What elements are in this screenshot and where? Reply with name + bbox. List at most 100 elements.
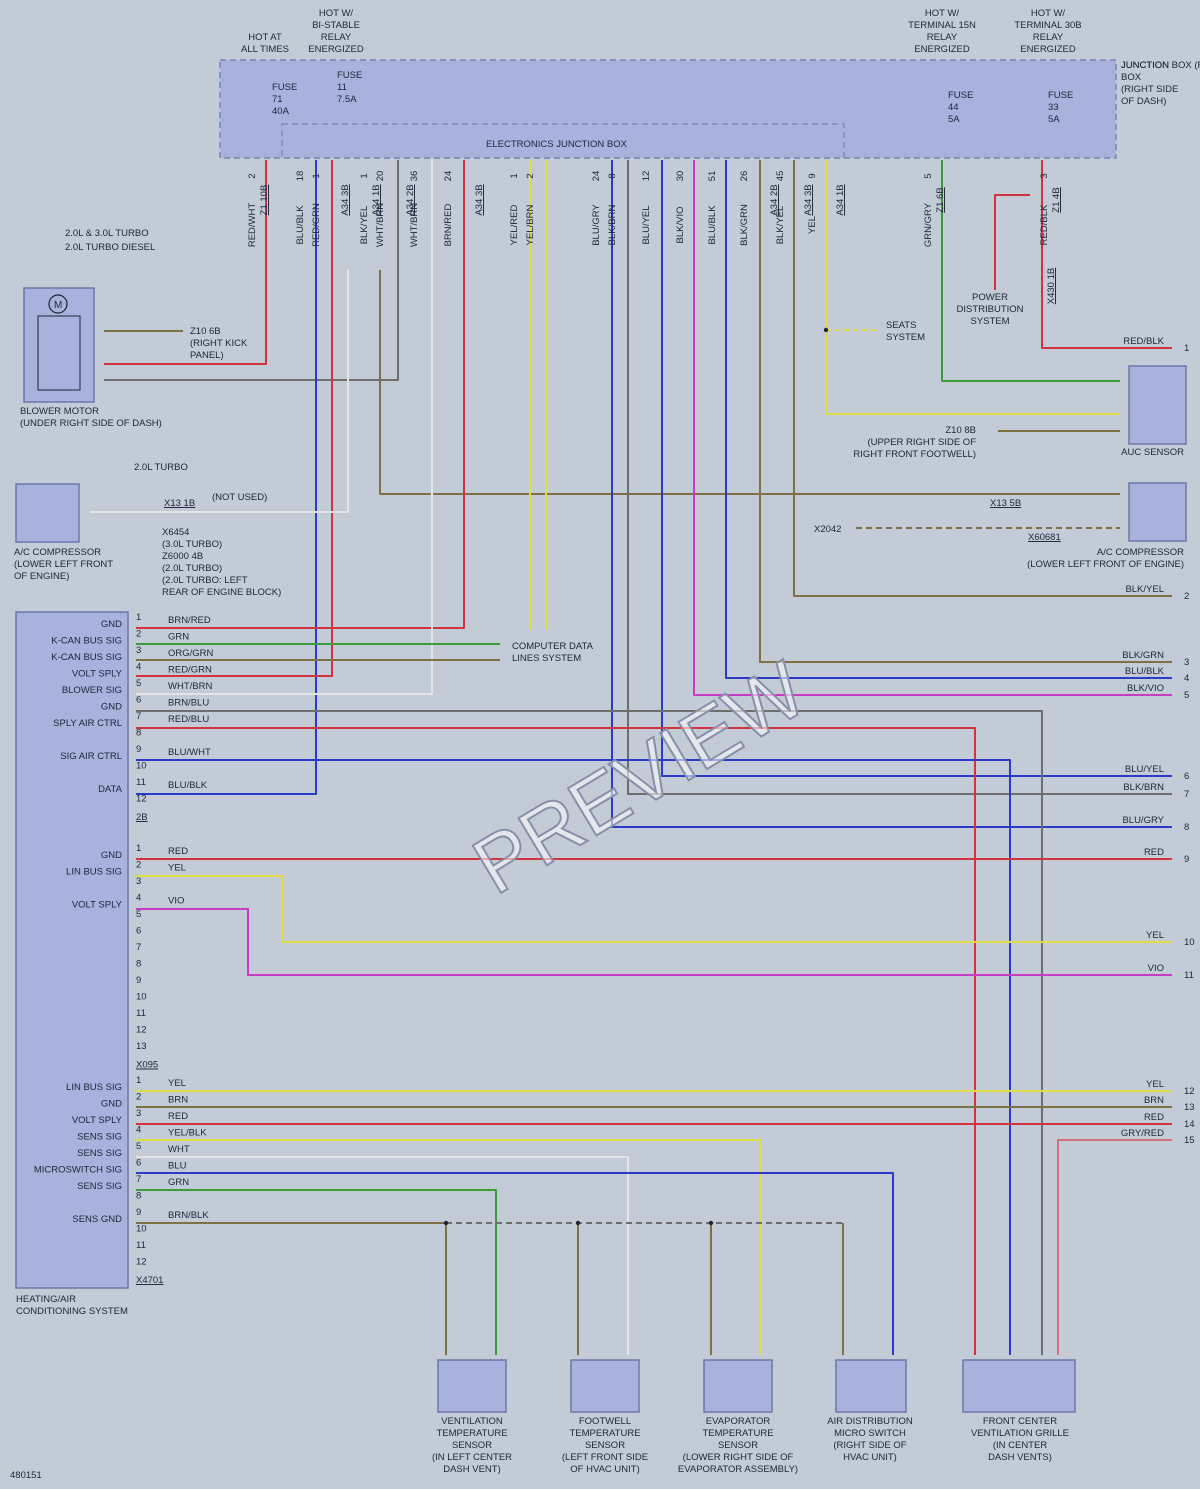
right-out-num-2: 3 [1184, 657, 1189, 668]
hvac-pin-num-0-2: 3 [136, 645, 141, 656]
top-pin-num-2: 1 [311, 173, 322, 178]
evaporator-sensor-box [703, 1359, 773, 1413]
hvac-module-box [15, 611, 129, 1289]
ac-right-label: A/C COMPRESSOR(LOWER LEFT FRONT OF ENGIN… [1027, 547, 1184, 570]
wire-yel-out-10 [136, 875, 1172, 943]
hvac-pin-sig-0-1: K-CAN BUS SIG [51, 636, 122, 647]
top-pin-num-0: 2 [247, 173, 258, 178]
ac-compressor-left-box [15, 483, 80, 543]
hvac-pin-num-2-4: 5 [136, 1141, 141, 1152]
top-pin-conn-23: Z1 6B [935, 187, 946, 212]
right-out-num-5: 6 [1184, 771, 1189, 782]
hvac-pin-num-0-0: 1 [136, 612, 141, 623]
top-pin-conn-24: Z1 4B [1051, 187, 1062, 212]
top-pin-num-14: 12 [641, 171, 652, 182]
hvac-pin-num-0-3: 4 [136, 662, 141, 673]
right-out-num-4: 5 [1184, 690, 1189, 701]
blower-motor-box [23, 287, 95, 403]
top-pin-conn-18: A34 2B [769, 184, 780, 215]
right-out-num-11: 12 [1184, 1086, 1195, 1097]
x13-5b-label: X13 5B [990, 498, 1021, 509]
top-pin-num-4: 1 [359, 173, 370, 178]
top-pin-color-2: RED/GRN [311, 203, 322, 247]
hvac-pin-sig-2-8: SENS GND [72, 1214, 122, 1225]
hvac-pin-num-1-11: 12 [136, 1025, 147, 1036]
hvac-pin-wire-1-3: VIO [168, 896, 184, 907]
top-pin-color-0: RED/WHT [247, 203, 258, 248]
wire-wht-brn-blower [104, 160, 399, 381]
top-pin-num-11: 2 [525, 173, 536, 178]
splice-gnd-3 [708, 1220, 714, 1226]
auc-label: AUC SENSOR [1121, 447, 1184, 458]
top-pin-num-13: 8 [607, 173, 618, 178]
legend-2: 2.0L TURBO DIESEL [65, 242, 155, 253]
right-out-label-6: BLK/BRN [1123, 782, 1164, 793]
motor-icon [48, 294, 68, 314]
hvac-pin-num-2-1: 2 [136, 1092, 141, 1103]
hvac-pin-num-1-7: 8 [136, 959, 141, 970]
top-pin-color-8: BRN/RED [443, 203, 454, 246]
right-out-num-9: 10 [1184, 937, 1195, 948]
hvac-pin-num-0-5: 6 [136, 695, 141, 706]
top-pin-num-10: 1 [509, 173, 520, 178]
right-out-label-8: RED [1144, 847, 1164, 858]
ventilation-sensor-box [437, 1359, 507, 1413]
top-pin-num-1: 18 [295, 171, 306, 182]
right-out-num-8: 9 [1184, 854, 1189, 865]
top-pin-color-14: BLU/YEL [641, 205, 652, 244]
right-out-label-9: YEL [1146, 930, 1164, 941]
hvac-pin-wire-2-4: WHT [168, 1144, 190, 1155]
hvac-pin-num-1-2: 3 [136, 876, 141, 887]
hvac-pin-wire-0-8: BLU/WHT [168, 747, 211, 758]
hvac-pin-sig-2-3: SENS SIG [77, 1132, 122, 1143]
ac-compressor-right-box [1128, 482, 1187, 542]
hvac-pin-num-2-8: 9 [136, 1207, 141, 1218]
wire-blu-blk-data [136, 160, 317, 795]
hvac-conn-2: X4701 [136, 1275, 163, 1286]
hvac-pin-sig-1-0: GND [101, 850, 122, 861]
right-out-num-13: 14 [1184, 1119, 1195, 1130]
right-out-label-2: BLK/GRN [1122, 650, 1164, 661]
motor-m: M [54, 300, 62, 311]
top-pin-num-5: 20 [375, 171, 386, 182]
top-pin-conn-9: A34 3B [474, 184, 485, 215]
hvac-pin-num-1-1: 2 [136, 860, 141, 871]
wire-brn-red-gnd [136, 160, 465, 629]
hvac-pin-wire-2-6: GRN [168, 1177, 189, 1188]
hvac-pin-num-0-6: 7 [136, 711, 141, 722]
ejb-label: ELECTRONICS JUNCTION BOX [486, 139, 628, 150]
top-pin-conn-22: A34 1B [835, 184, 846, 215]
hvac-pin-num-0-10: 11 [136, 777, 146, 788]
top-pin-num-16: 51 [707, 171, 718, 182]
hvac-pin-num-2-9: 10 [136, 1224, 147, 1235]
hvac-pin-sig-0-0: GND [101, 619, 122, 630]
doc-number: 480151 [10, 1470, 42, 1481]
top-pin-color-23: GRN/GRY [923, 202, 934, 247]
wire-grn-gry [941, 160, 1120, 382]
hvac-pin-sig-1-3: VOLT SPLY [72, 900, 123, 911]
top-pin-num-21: 9 [807, 173, 818, 178]
top-pin-num-12: 24 [591, 171, 602, 182]
hvac-pin-num-2-5: 6 [136, 1158, 141, 1169]
wire-blk-vio-out-5 [693, 160, 1172, 696]
right-out-num-0: 1 [1184, 343, 1189, 354]
wire-red-blk-power [994, 194, 1030, 290]
right-out-num-1: 2 [1184, 591, 1189, 602]
hvac-pin-wire-0-3: RED/GRN [168, 665, 212, 676]
right-out-label-1: BLK/YEL [1125, 584, 1164, 595]
hvac-pin-wire-2-2: RED [168, 1111, 188, 1122]
hvac-pin-wire-0-0: BRN/RED [168, 615, 211, 626]
top-pin-color-11: YEL/BRN [525, 205, 536, 246]
top-pin-num-23: 5 [923, 173, 934, 178]
legend-1: 2.0L & 3.0L TURBO [65, 228, 149, 239]
hvac-pin-wire-0-10: BLU/BLK [168, 780, 208, 791]
